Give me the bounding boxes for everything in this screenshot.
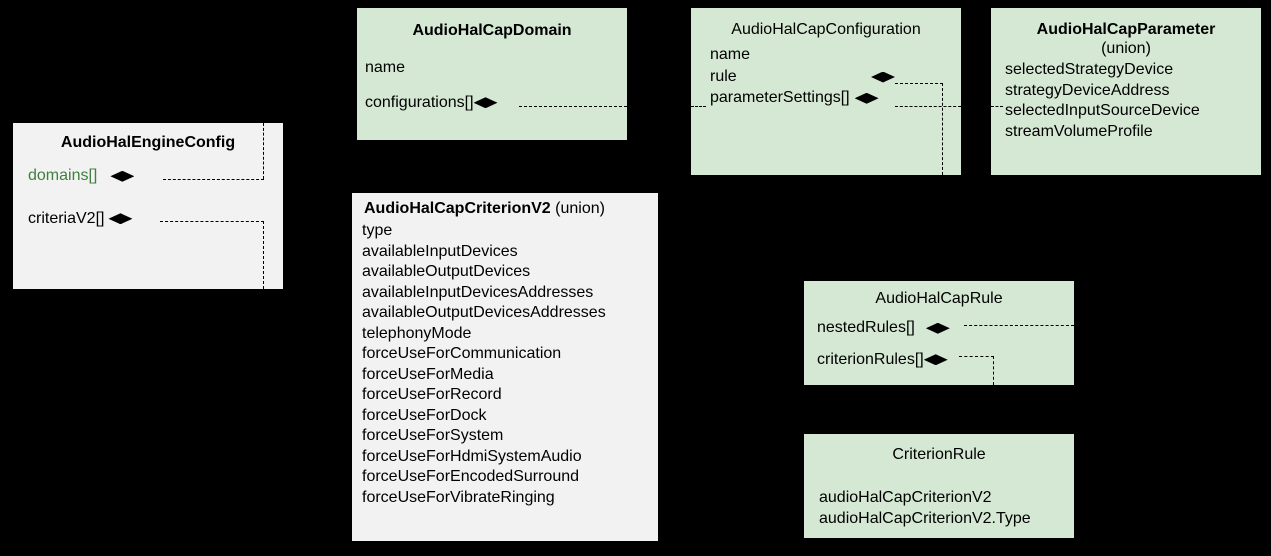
attribute-row-domain-name[interactable]: name [357,58,627,79]
composition-diamond-criterionrules [923,354,948,366]
attribute-label-parametersettings: parameterSettings[] [710,89,850,106]
attribute-label-nestedrules: nestedRules[] [817,319,915,336]
attribute-label-forceuseforcommunication: forceUseForCommunication [362,345,562,362]
class-title-audiohalcaprule: AudioHalCapRule [875,290,1003,307]
connector-criteriav2-horizontal [160,221,264,222]
class-box-audiohalcapparameter[interactable]: AudioHalCapParameter (union) selectedStr… [991,8,1261,175]
class-box-audiohalcaprule[interactable]: AudioHalCapRule nestedRules[] criterionR… [804,281,1074,385]
attribute-label-availableinputdevicesaddresses: availableInputDevicesAddresses [362,283,594,301]
attribute-label-forceuseforrecord: forceUseForRecord [362,386,502,403]
class-title-text-criterionv2: AudioHalCapCriterionV2 [364,200,551,217]
connector-domains-vertical [263,123,264,179]
composition-diamond-configurations [473,97,498,109]
attribute-row-configurations[interactable]: configurations[] [357,93,627,114]
attribute-label-criteriav2: criteriaV2[] [28,209,105,227]
connector-criteriav2-vertical [263,221,264,289]
class-box-audiohalengineconfig[interactable]: AudioHalEngineConfig domains[] criteriaV… [13,123,283,289]
attribute-label-availableinputdevices: availableInputDevices [362,242,518,260]
attribute-label-forceuseforsystem: forceUseForSystem [362,427,504,444]
attribute-label-forceuseforvibrateringing: forceUseForVibrateRinging [362,488,555,506]
composition-diamond-rule [871,71,895,83]
attribute-label-domain-name: name [365,59,406,76]
connector-parametersettings-incoming [991,106,1003,107]
attribute-label-selectedstrategydevice: selectedStrategyDevice [1005,61,1174,78]
attribute-label-audiohalcapcriterionv2: audioHalCapCriterionV2 [819,489,992,506]
attribute-label-forceuseformedia: forceUseForMedia [362,365,494,383]
class-title-audiohalcapcriterionv2: AudioHalCapCriterionV2 (union) [352,199,658,219]
connector-configurations-incoming [691,106,706,107]
composition-diamond-nestedrules [925,322,950,334]
class-box-audiohalcapcriterionv2[interactable]: AudioHalCapCriterionV2 (union) type avai… [352,193,658,541]
connector-configurations-horizontal [519,106,627,107]
attribute-label-selectedinputsourcedevice: selectedInputSourceDevice [1005,102,1200,119]
attribute-label-domains: domains[] [28,167,98,184]
attribute-row-parametersettings[interactable]: parameterSettings[] [691,88,961,109]
attribute-label-type: type [362,222,393,239]
connector-criterionrules-horizontal [959,356,994,357]
attribute-label-configurations: configurations[] [365,93,474,111]
attribute-row-config-name[interactable]: name [691,45,961,66]
attribute-row-criteriav2[interactable]: criteriaV2[] [13,209,283,230]
class-title-criterionrule: CriterionRule [892,446,986,463]
connector-rule-vertical [942,83,943,175]
attribute-label-strategydeviceaddress: strategyDeviceAddress [1005,81,1170,99]
class-title-audiohalcapparameter: AudioHalCapParameter [1036,21,1216,38]
class-box-audiohalcapdomain[interactable]: AudioHalCapDomain name configurations[] [357,8,627,140]
attribute-label-criterionrules: criterionRules[] [817,350,924,368]
attribute-label-availableoutputdevices: availableOutputDevices [362,263,531,280]
class-title-audiohalcapconfiguration: AudioHalCapConfiguration [731,21,921,38]
attribute-label-forceuseforencodedsurround: forceUseForEncodedSurround [362,468,580,485]
attribute-label-audiohalcapcriterionv2-type: audioHalCapCriterionV2.Type [819,509,1031,527]
attribute-label-telephonymode: telephonyMode [362,324,472,342]
class-subtitle-audiohalcapparameter: (union) [1101,40,1151,57]
connector-criterionrules-vertical [993,356,994,385]
attribute-label-streamvolumeprofile: streamVolumeProfile [1005,122,1153,140]
attribute-row-criterionrules[interactable]: criterionRules[] [804,350,1074,371]
attribute-label-rule: rule [710,67,737,85]
composition-diamond-parametersettings [854,92,879,104]
composition-diamond-domains [110,170,135,182]
class-title-suffix-criterionv2: (union) [555,200,605,217]
attribute-row-domains[interactable]: domains[] [13,166,283,187]
attribute-label-forceusefordock: forceUseForDock [362,406,487,424]
class-box-criterionrule[interactable]: CriterionRule audioHalCapCriterionV2 aud… [804,434,1074,538]
connector-nestedrules-horizontal [964,325,1074,326]
class-box-audiohalcapconfiguration[interactable]: AudioHalCapConfiguration name rule param… [691,8,961,175]
attribute-label-availableoutputdevicesaddresses: availableOutputDevicesAddresses [362,304,606,321]
attribute-label-forceuseforhdmisystemaudio: forceUseForHdmiSystemAudio [362,447,582,465]
connector-parametersettings-horizontal [895,106,961,107]
connector-domains-horizontal [163,179,264,180]
attribute-row-rule[interactable]: rule [691,67,961,88]
composition-diamond-criteriav2 [108,213,133,225]
attribute-row-nestedrules[interactable]: nestedRules[] [804,318,1074,339]
class-title-audiohalcapdomain: AudioHalCapDomain [412,22,572,39]
attribute-label-config-name: name [710,46,751,63]
connector-rule-horizontal [895,83,943,84]
class-title-audiohalengineconfig: AudioHalEngineConfig [60,134,236,151]
